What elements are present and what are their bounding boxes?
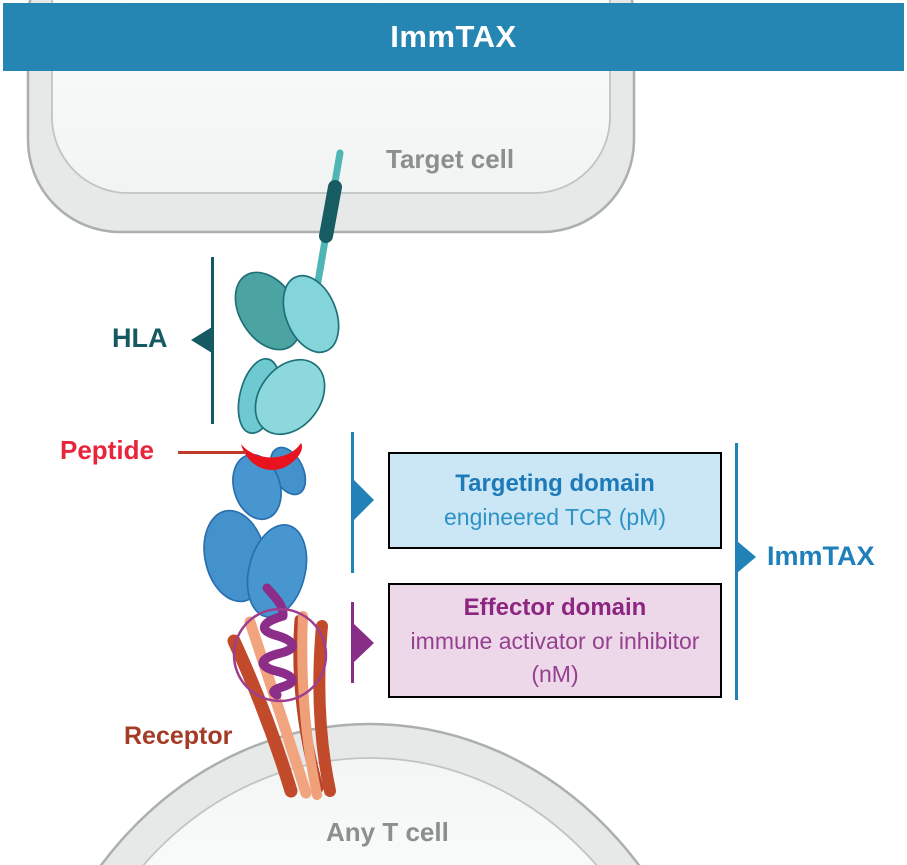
targeting-bracket-line: [351, 432, 354, 573]
pmhc-anchor-stick: [310, 149, 344, 309]
hla-arrow-icon: [191, 327, 212, 353]
effector-domain-box: Effector domain immune activator or inhi…: [388, 583, 722, 698]
effector-bracket-line: [351, 602, 354, 683]
effector-domain-title: Effector domain: [463, 593, 647, 621]
immtax-bracket-line: [735, 443, 738, 700]
effector-domain-subtitle: immune activator or inhibitor (nM): [410, 627, 700, 687]
effector-highlight-circle: [232, 607, 328, 703]
tcr-targeting-domain: [203, 446, 308, 618]
targeting-arrow-icon: [353, 479, 374, 521]
targeting-domain-box: Targeting domain engineered TCR (pM): [388, 452, 722, 549]
peptide-shape: [241, 443, 303, 471]
targeting-domain-title: Targeting domain: [455, 470, 655, 498]
receptor-label: Receptor: [124, 722, 233, 750]
hla-complex: [234, 271, 340, 436]
immtax-arrow-icon: [737, 541, 756, 573]
peptide-pointer-line: [178, 451, 246, 454]
target-cell-label: Target cell: [386, 144, 515, 174]
receptor-bundle-front: [297, 611, 336, 800]
peptide-label: Peptide: [60, 435, 154, 465]
effector-arrow-icon: [353, 623, 374, 663]
hla-bracket-line: [211, 257, 214, 424]
targeting-domain-subtitle: engineered TCR (pM): [443, 504, 666, 531]
immtax-side-label: ImmTAX: [767, 541, 875, 571]
banner-title: ImmTAX: [390, 19, 517, 54]
effector-coil: [258, 583, 297, 700]
t-cell-shape: [99, 722, 641, 865]
hla-label: HLA: [112, 323, 168, 353]
any-t-cell-label: Any T cell: [326, 817, 449, 847]
title-banner: ImmTAX: [3, 3, 904, 71]
